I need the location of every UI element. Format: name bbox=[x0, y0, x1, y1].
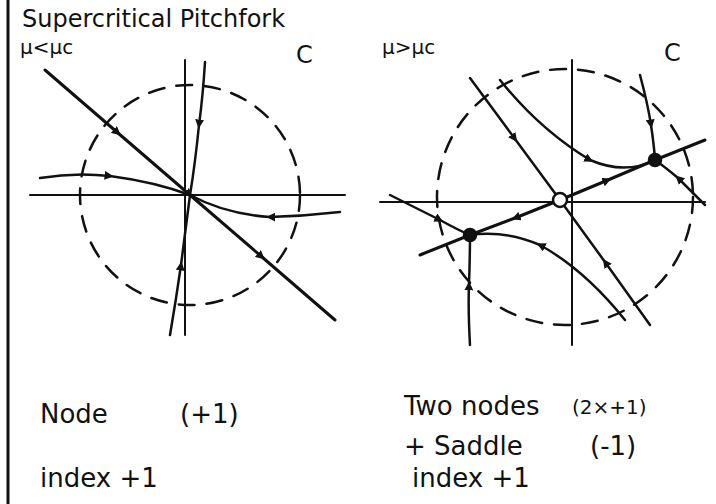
fixed-point-type: Two nodes bbox=[404, 392, 539, 421]
curve-label: C bbox=[664, 40, 681, 66]
index-value: (+1) bbox=[180, 400, 239, 429]
index-total: index +1 bbox=[40, 464, 158, 493]
parameter-label: μ>μc bbox=[382, 36, 435, 58]
fixed-point-type: Node bbox=[40, 400, 108, 429]
curve-label: C bbox=[296, 42, 313, 68]
index-value: (-1) bbox=[590, 432, 636, 461]
index-value: (2×+1) bbox=[572, 396, 647, 418]
margin-line bbox=[7, 0, 10, 504]
title: Supercritical Pitchfork bbox=[22, 6, 285, 32]
index-total: index +1 bbox=[412, 464, 530, 493]
pitchfork-portrait bbox=[380, 60, 705, 345]
fixed-point-type: + Saddle bbox=[404, 432, 523, 461]
node-portrait bbox=[30, 60, 345, 335]
parameter-label: μ<μc bbox=[20, 36, 73, 58]
